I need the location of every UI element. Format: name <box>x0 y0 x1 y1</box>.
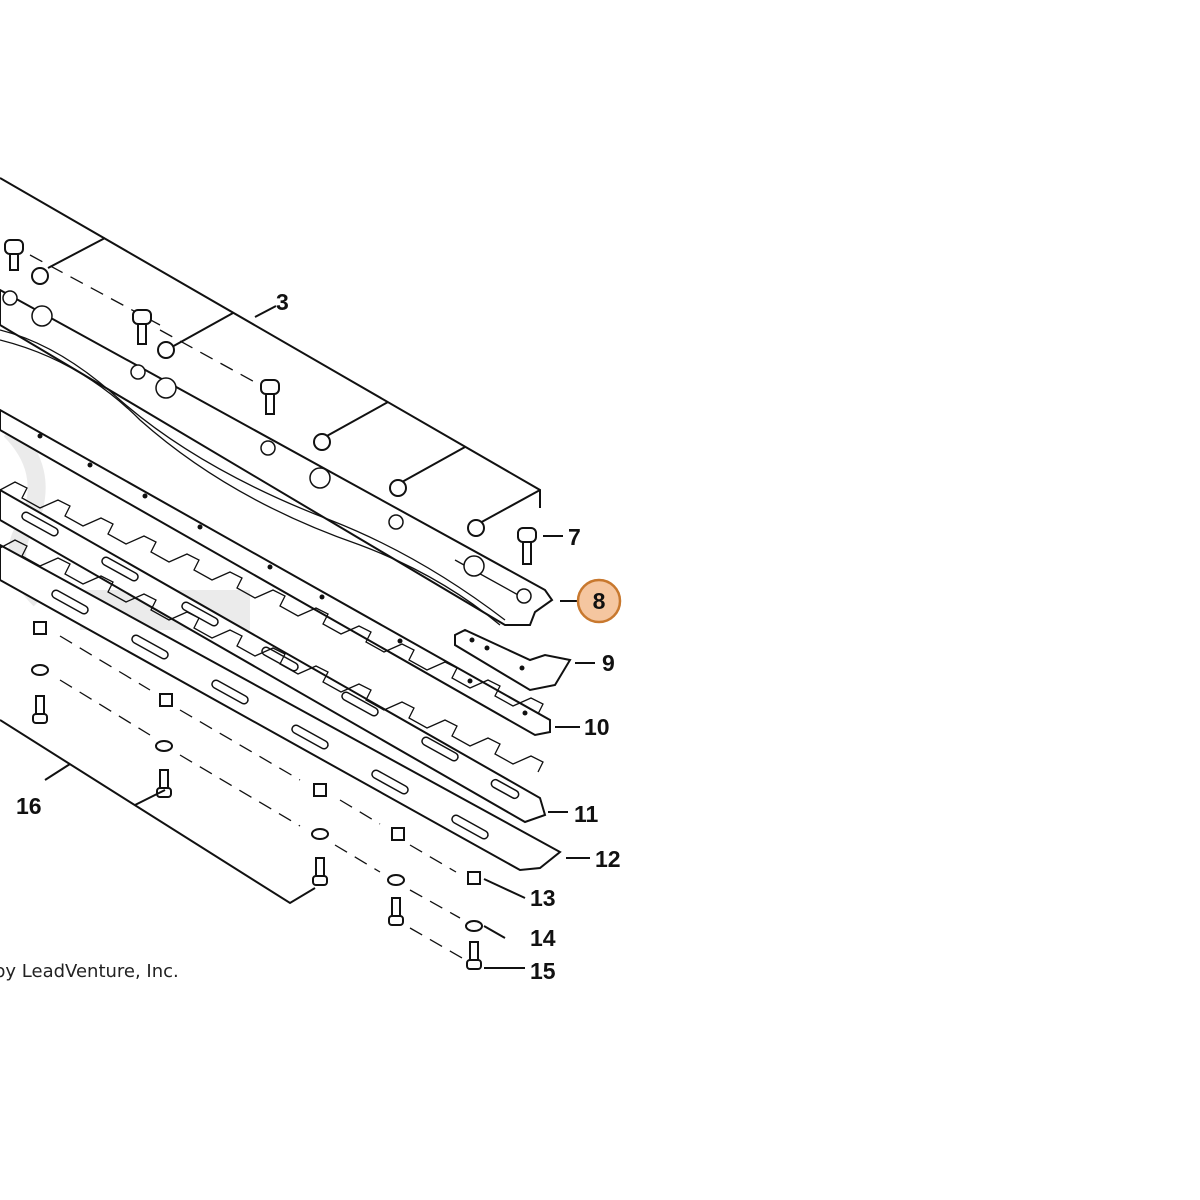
part-12-blade <box>0 539 590 872</box>
callout-7[interactable]: 7 <box>568 524 581 550</box>
part-11-blade <box>0 481 568 824</box>
bracket-3 <box>0 177 541 525</box>
bracket-16 <box>0 719 316 905</box>
callout-3[interactable]: 3 <box>276 289 289 315</box>
part-9-plate <box>454 628 595 692</box>
callout-11[interactable]: 11 <box>574 801 599 827</box>
screw-top-row <box>4 239 280 415</box>
callout-16[interactable]: 16 <box>16 793 42 819</box>
hardware-parts <box>31 621 526 970</box>
callout-8-highlight[interactable] <box>560 578 622 624</box>
callout-8[interactable]: 8 <box>593 588 606 614</box>
part-7-screw <box>517 527 537 565</box>
part-8-guard <box>0 288 554 626</box>
copyright-text: by LeadVenture, Inc. <box>0 961 179 982</box>
callout-9[interactable]: 9 <box>602 650 615 676</box>
nut-top-row <box>31 267 485 537</box>
callout-14[interactable]: 14 <box>530 925 556 951</box>
rivet-holes <box>2 290 532 604</box>
callout-13[interactable]: 13 <box>530 885 556 911</box>
callout-12[interactable]: 12 <box>595 846 621 872</box>
callout-15[interactable]: 15 <box>530 958 556 984</box>
callout-10[interactable]: 10 <box>584 714 610 740</box>
